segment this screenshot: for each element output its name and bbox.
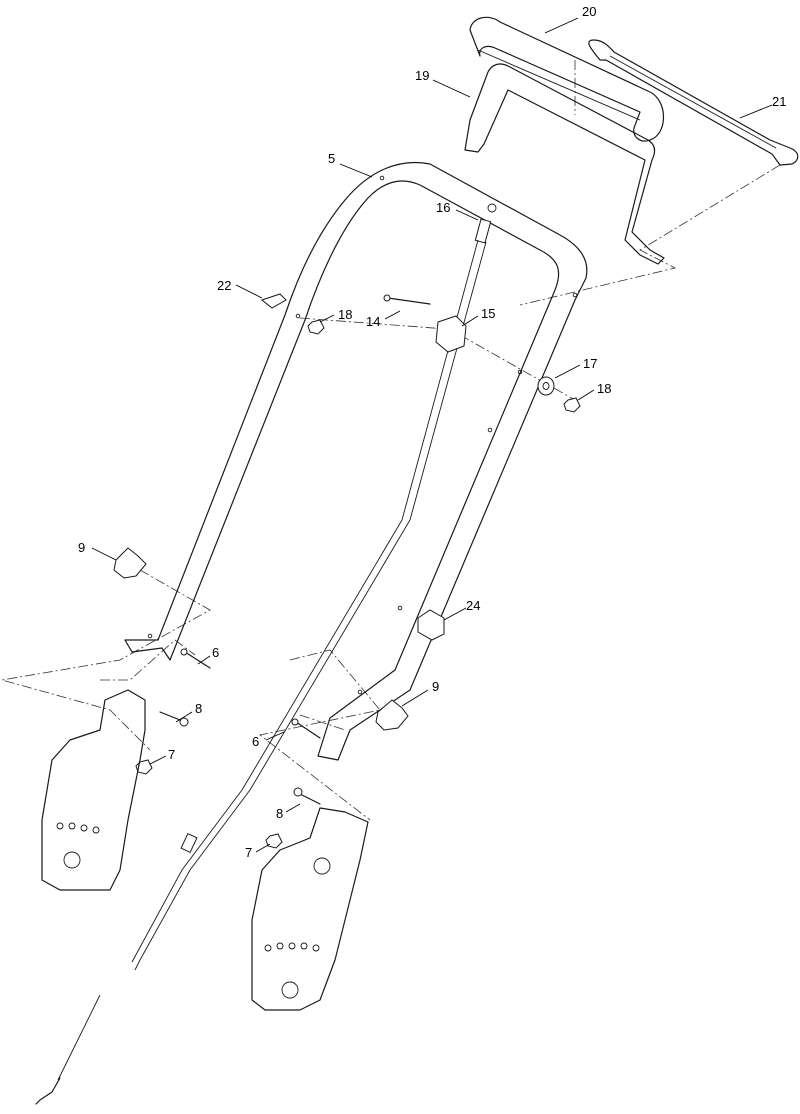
callout-5: 5 (328, 151, 335, 166)
part-8-bolt-left (159, 711, 189, 727)
part-19-bail (464, 63, 665, 265)
part-22-clip (260, 293, 287, 309)
callout-9-right: 9 (432, 679, 439, 694)
callout-7-left: 7 (168, 747, 175, 762)
part-18-nut-upper (307, 319, 325, 335)
callout-8-right: 8 (276, 806, 283, 821)
part-24-block (417, 609, 445, 641)
callouts: 20 19 21 5 16 22 18 14 15 17 18 9 6 8 7 … (78, 4, 786, 860)
callout-8-left: 8 (195, 701, 202, 716)
callout-14: 14 (366, 314, 380, 329)
assembly-lines (1, 60, 781, 821)
callout-16: 16 (436, 200, 450, 215)
part-8-bolt-right (293, 787, 321, 805)
callout-6-right: 6 (252, 734, 259, 749)
part-14-bolt (383, 294, 431, 305)
callout-21: 21 (772, 94, 786, 109)
callout-20: 20 (582, 4, 596, 19)
part-7-nut-right (265, 833, 283, 849)
callout-22: 22 (217, 278, 231, 293)
callout-19: 19 (415, 68, 429, 83)
right-height-plate (251, 807, 369, 1011)
callout-17: 17 (583, 356, 597, 371)
callout-7-right: 7 (245, 845, 252, 860)
callout-9-left: 9 (78, 540, 85, 555)
part-5-handle (124, 161, 588, 761)
part-15-bracket (435, 315, 467, 353)
part-21-rod (588, 39, 799, 166)
part-17-washer (537, 376, 555, 396)
part-7-nut-left (135, 759, 153, 775)
part-6-pin-left (180, 648, 211, 669)
leader-lines (91, 17, 773, 853)
callout-18-lower: 18 (597, 381, 611, 396)
part-20-upper-bar (469, 16, 664, 142)
part-6-pin-right (291, 718, 321, 739)
part-9-knob-left (113, 547, 147, 579)
callout-24: 24 (466, 598, 480, 613)
part-16-cable (35, 203, 497, 1105)
part-9-knob-right (375, 699, 409, 731)
callout-15: 15 (481, 306, 495, 321)
part-18-nut-lower (563, 397, 581, 413)
left-height-plate (41, 689, 146, 891)
callout-6-left: 6 (212, 645, 219, 660)
callout-18-upper: 18 (338, 307, 352, 322)
